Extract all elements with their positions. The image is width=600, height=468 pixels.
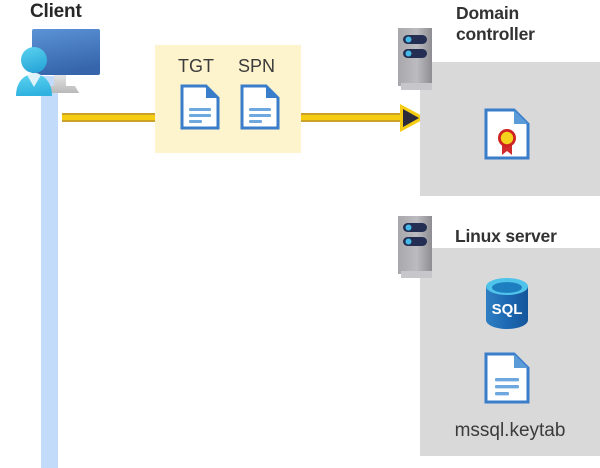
arrow-segment-right (299, 113, 406, 122)
domain-controller-title-line2: controller (456, 23, 535, 44)
arrow-head-icon (400, 104, 426, 132)
linux-server-rack-icon (398, 216, 432, 278)
domain-controller-title-line1: Domain (456, 3, 519, 23)
keytab-document-icon (484, 352, 530, 404)
spn-document-icon (240, 84, 280, 130)
domain-controller-title: Domain controller (456, 3, 596, 44)
linux-server-title: Linux server (455, 226, 557, 246)
tgt-document-icon (180, 84, 220, 130)
tgt-label: TGT (178, 56, 214, 76)
keytab-filename-label: mssql.keytab (454, 420, 566, 441)
certificate-document-icon (484, 108, 530, 160)
spn-label: SPN (238, 56, 276, 76)
sql-database-icon: SQL (486, 278, 528, 329)
arrow-segment-left (62, 113, 157, 122)
client-user-monitor-icon (16, 29, 100, 96)
client-lifeline-bar (41, 76, 58, 468)
client-title: Client (30, 1, 82, 22)
domain-controller-server-rack-icon (398, 28, 432, 90)
svg-text:SQL: SQL (492, 301, 523, 318)
